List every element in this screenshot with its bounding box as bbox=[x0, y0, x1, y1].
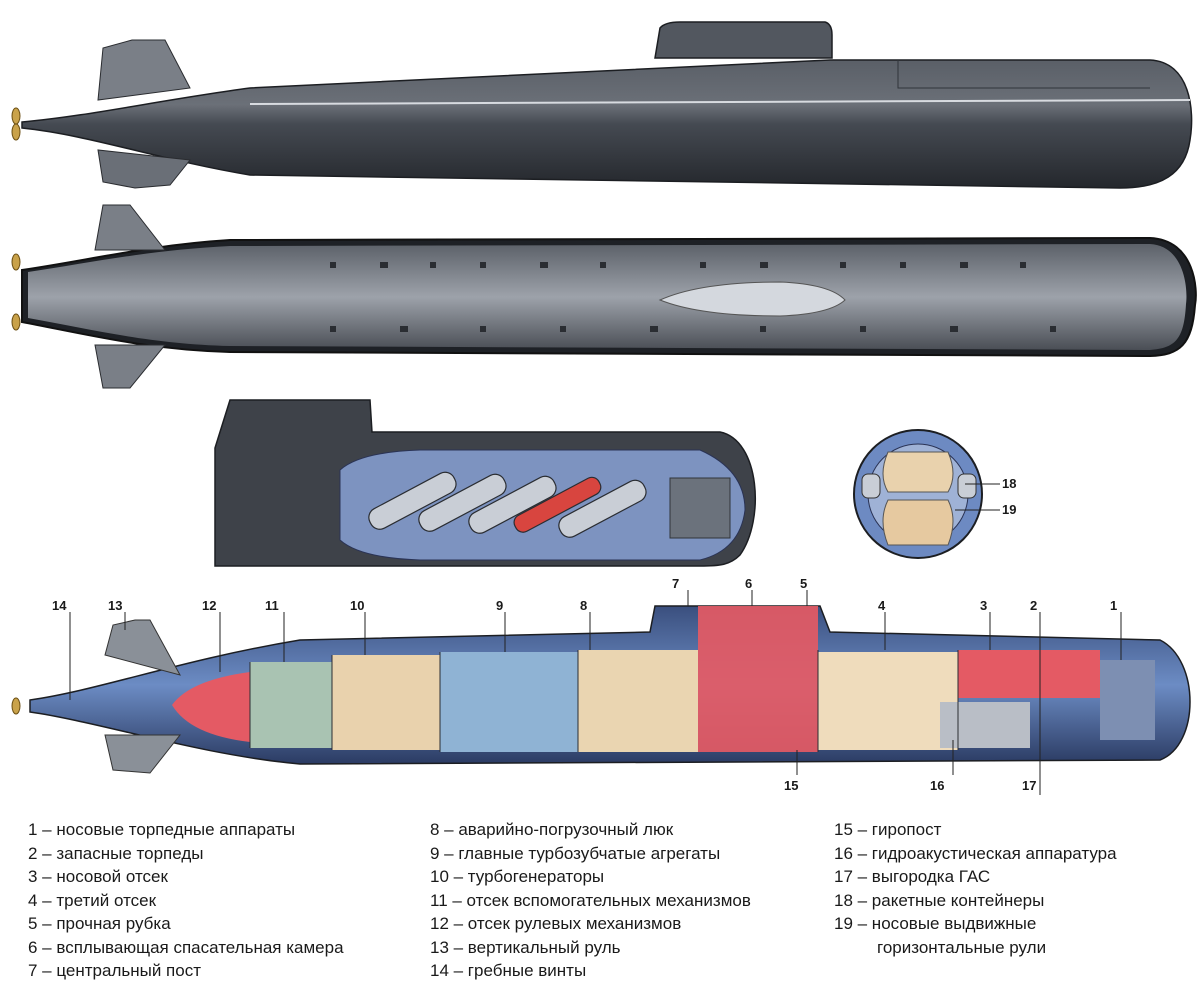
legend-item: горизонтальные рули bbox=[877, 937, 1047, 957]
callout-4: 4 bbox=[878, 598, 886, 613]
legend-item: 6 – всплывающая спасательная камера bbox=[28, 937, 344, 957]
missile-section-view bbox=[214, 399, 756, 567]
propeller-icon bbox=[11, 253, 21, 331]
legend-item: 14 – гребные винты bbox=[430, 961, 587, 980]
callout-6: 6 bbox=[745, 576, 752, 591]
callout-17: 17 bbox=[1022, 778, 1036, 793]
legend-column-3: 15 – гиропост 16 – гидроакустическая апп… bbox=[834, 818, 1117, 959]
callout-15: 15 bbox=[784, 778, 798, 793]
callout-5: 5 bbox=[800, 576, 807, 591]
legend-item: 2 – запасные торпеды bbox=[28, 843, 204, 863]
callout-18: 18 bbox=[1002, 476, 1016, 491]
legend-item: 3 – носовой отсек bbox=[28, 867, 168, 886]
callout-19: 19 bbox=[1002, 502, 1016, 517]
legend-item: 18 – ракетные контейнеры bbox=[834, 890, 1045, 910]
side-view bbox=[11, 21, 1193, 189]
legend-item: 8 – аварийно-погрузочный люк bbox=[430, 820, 674, 839]
propeller-icon bbox=[11, 107, 21, 141]
legend-item: 1 – носовые торпедные аппараты bbox=[28, 820, 296, 839]
legend-item: 9 – главные турбозубчатые агрегаты bbox=[430, 843, 721, 863]
top-view bbox=[11, 204, 1197, 389]
callout-2: 2 bbox=[1030, 598, 1037, 613]
legend-item: 15 – гиропост bbox=[834, 820, 942, 839]
callout-16: 16 bbox=[930, 778, 944, 793]
leader-lines bbox=[69, 590, 1122, 795]
cross-section-view bbox=[853, 429, 1000, 559]
callout-12: 12 bbox=[202, 598, 216, 613]
legend-item: 10 – турбогенераторы bbox=[430, 867, 605, 886]
submarine-diagram: 1 2 3 4 5 6 7 8 9 10 11 12 13 14 15 16 1… bbox=[11, 21, 1197, 795]
callout-11: 11 bbox=[265, 598, 279, 613]
legend-item: 12 – отсек рулевых механизмов bbox=[430, 914, 682, 933]
legend-item: 5 – прочная рубка bbox=[28, 914, 171, 933]
legend-column-1: 1 – носовые торпедные аппараты 2 – запас… bbox=[28, 818, 344, 983]
legend-item: 19 – носовые выдвижные bbox=[834, 914, 1037, 933]
callout-3: 3 bbox=[980, 598, 987, 613]
propeller-icon bbox=[11, 697, 21, 715]
legend-item: 13 – вертикальный руль bbox=[430, 937, 621, 957]
cutaway-view bbox=[11, 605, 1191, 774]
legend-item: 7 – центральный пост bbox=[28, 961, 201, 980]
callout-9: 9 bbox=[496, 598, 503, 613]
callout-1: 1 bbox=[1110, 598, 1117, 613]
missile-containers bbox=[368, 471, 647, 538]
legend-column-2: 8 – аварийно-погрузочный люк 9 – главные… bbox=[430, 818, 751, 983]
callout-10: 10 bbox=[350, 598, 364, 613]
callout-14: 14 bbox=[52, 598, 67, 613]
callout-7: 7 bbox=[672, 576, 679, 591]
callout-8: 8 bbox=[580, 598, 587, 613]
callout-numbers: 1 2 3 4 5 6 7 8 9 10 11 12 13 14 15 16 1… bbox=[52, 476, 1117, 793]
callout-13: 13 bbox=[108, 598, 122, 613]
legend-item: 11 – отсек вспомогательных механизмов bbox=[430, 890, 751, 910]
legend-item: 17 – выгородка ГАС bbox=[834, 867, 991, 886]
legend-item: 4 – третий отсек bbox=[28, 890, 157, 910]
legend-item: 16 – гидроакустическая аппаратура bbox=[834, 843, 1117, 863]
